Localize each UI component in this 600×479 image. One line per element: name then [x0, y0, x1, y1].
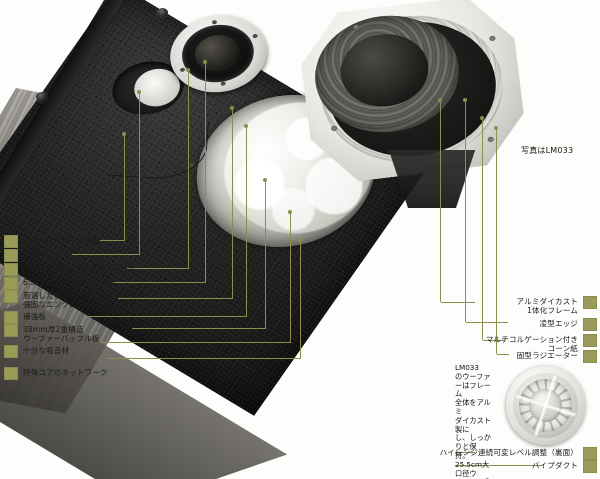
callout-label: 凌型エッジ — [539, 318, 578, 328]
swatch-icon — [4, 277, 18, 290]
callout-label: アルミダイカスト1体化フレーム — [23, 263, 136, 273]
callout-label: マルチコルゲーション付きコーン紙 — [485, 334, 578, 353]
lm-note-line: のウーファ — [455, 371, 491, 381]
lm-note-line: LM033 — [455, 363, 479, 372]
callout-label: バイプダクト — [531, 460, 578, 470]
swatch-icon — [4, 345, 18, 358]
swatch-icon — [4, 235, 18, 248]
swatch-icon — [583, 460, 597, 473]
callout-label: 固型ラジエーター — [516, 350, 578, 360]
callout-label: 十分な吸音材 — [23, 345, 70, 355]
lm-note-line: 持。25.5cm大口径ウ — [455, 450, 490, 478]
callout-label: 特殊コアのネットワーク — [23, 367, 108, 377]
callout-label: 音道 — [23, 249, 39, 259]
callout-solid-radiator: 固型ラジエーター — [517, 350, 597, 363]
swatch-icon — [4, 367, 18, 380]
woofer-dust-cap — [336, 29, 433, 112]
tweeter-screw — [220, 81, 226, 86]
callout-special-core-network: 特殊コアのネットワーク — [4, 367, 108, 380]
callout-cone-tweeter: 6.5cmコーン型ツイーター — [4, 277, 116, 290]
swatch-icon — [4, 263, 18, 276]
callout-label: 厳選した板材質、強固なエンクロージャー — [23, 290, 108, 309]
callout-bracing-board: 補強板 — [4, 311, 46, 324]
callout-label: 6.5cmコーン型ツイーター — [23, 277, 117, 287]
swatch-icon — [4, 311, 18, 324]
swatch-icon — [583, 318, 597, 331]
callout-edge-type: 凌型エッジ — [540, 318, 597, 331]
tweeter-screw — [179, 67, 186, 73]
tweeter-screw — [211, 19, 218, 25]
callout-multi-corrugation-cone: マルチコルゲーション付きコーン紙 — [486, 334, 597, 353]
callout-sound-path: 音道 — [4, 249, 38, 262]
photo-caption: 写真はLM033 — [521, 146, 574, 155]
baffle-screw — [36, 92, 47, 101]
swatch-icon — [583, 447, 597, 460]
callout-label: ツイーターバッフル板 — [23, 235, 100, 245]
swatch-icon — [4, 249, 18, 262]
lm033-description: LM033 のウーファ ーはフレーム 全体をアルミ ダイカスト製に し、しっかり… — [455, 363, 495, 479]
lm-note-line: ーはフレーム — [455, 380, 491, 399]
callout-label: 38mm厚2重構造ウーファーバッフル板 — [23, 324, 100, 343]
lm-note-line: ーファーの特性を十分 — [455, 478, 495, 479]
swatch-icon — [583, 296, 597, 309]
tweeter-surround — [177, 19, 258, 88]
callout-woofer-baffle: 38mm厚2重構造ウーファーバッフル板 — [4, 324, 99, 343]
swatch-icon — [583, 350, 597, 363]
swatch-icon — [583, 334, 597, 347]
swatch-icon — [4, 290, 18, 303]
lm-note-line: 全体をアルミ — [455, 398, 491, 416]
callout-alloy-diecast-frame: アルミダイカスト1体化フレーム — [4, 263, 135, 276]
callout-enclosure-material: 厳選した板材質、強固なエンクロージャー — [4, 290, 107, 309]
callout-pipe-duct: バイプダクト — [532, 460, 597, 473]
tweeter-dome — [192, 31, 243, 75]
callout-absorbent-material: 十分な吸音材 — [4, 345, 69, 358]
callout-label: ハイレンジ連続可変レベル調整（裏面） — [439, 447, 578, 457]
baffle-screw — [157, 8, 168, 17]
tweeter-screw — [252, 33, 258, 39]
lm-note-line: ダイカスト製に — [455, 415, 491, 434]
swatch-icon — [4, 324, 18, 337]
mini-woofer-photo — [506, 366, 585, 445]
callout-high-range-level: ハイレンジ連続可変レベル調整（裏面） — [440, 447, 597, 460]
lm-note-line: し、しっかりと保 — [455, 433, 491, 452]
callout-tweeter-baffle: ツイーターバッフル板 — [4, 235, 100, 248]
baffle-screw — [190, 164, 195, 168]
callout-label: 補強板 — [23, 311, 47, 321]
